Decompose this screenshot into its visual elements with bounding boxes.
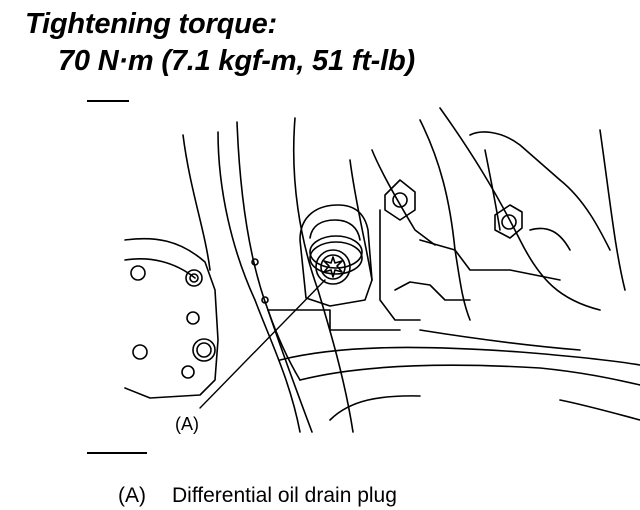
callout-a-label: (A) [175, 414, 199, 434]
figure-bottom-rule [87, 452, 147, 454]
torque-heading: Tightening torque: [25, 8, 277, 40]
legend-item: (A) Differential oil drain plug [118, 484, 397, 508]
drain-plug-illustration [124, 107, 640, 433]
torque-value: 70 N·m (7.1 kgf-m, 51 ft-lb) [58, 45, 415, 77]
legend-text: Differential oil drain plug [172, 484, 397, 507]
figure-top-rule [87, 100, 129, 102]
legend-tag: (A) [118, 484, 146, 507]
